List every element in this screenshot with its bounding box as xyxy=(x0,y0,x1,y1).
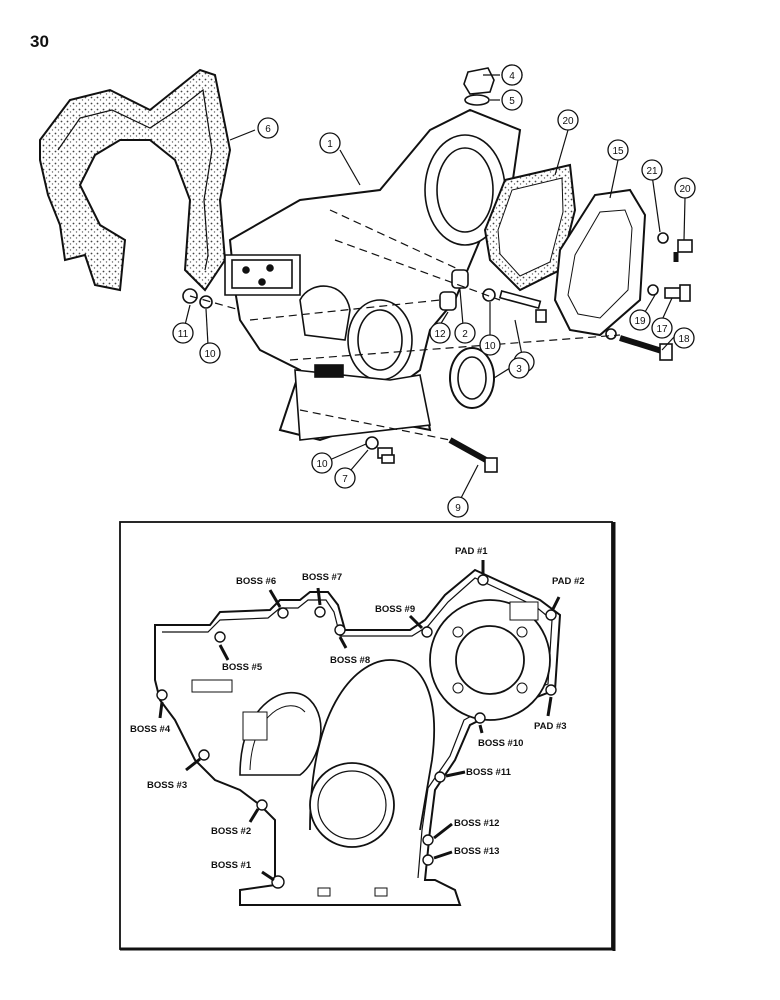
washer-19b xyxy=(605,328,617,340)
callout-17: 17 xyxy=(651,317,673,339)
dowel-12 xyxy=(439,291,457,311)
label-boss-3: BOSS #3 xyxy=(147,780,187,791)
svg-text:18: 18 xyxy=(678,334,690,345)
svg-text:20: 20 xyxy=(562,116,574,127)
label-boss-5: BOSS #5 xyxy=(222,662,263,673)
washer-21 xyxy=(657,232,669,244)
washer-5 xyxy=(464,94,490,106)
svg-text:21: 21 xyxy=(646,166,658,177)
callout-18: 18 xyxy=(673,327,695,349)
callout-12: 12 xyxy=(429,322,451,344)
callout-5: 5 xyxy=(501,89,523,111)
svg-text:20: 20 xyxy=(679,184,691,195)
timing-gear-housing xyxy=(224,108,522,442)
page-number: 30 xyxy=(30,32,49,51)
callout-7: 7 xyxy=(334,467,356,489)
callout-6: 6 xyxy=(257,117,279,139)
svg-text:12: 12 xyxy=(434,329,446,340)
label-boss-6: BOSS #6 xyxy=(236,576,276,587)
callout-15: 15 xyxy=(607,139,629,161)
gasket-front-cover xyxy=(39,68,232,292)
inset-boss-diagram: BOSS #1 BOSS #2 BOSS #3 BOSS #4 BOSS #5 … xyxy=(119,521,616,951)
svg-text:9: 9 xyxy=(455,503,461,514)
svg-text:3: 3 xyxy=(516,364,522,375)
svg-text:2: 2 xyxy=(462,329,468,340)
label-boss-8: BOSS #8 xyxy=(330,655,370,666)
svg-text:7: 7 xyxy=(342,474,348,485)
bolt-7 xyxy=(377,447,395,464)
svg-text:19: 19 xyxy=(634,316,646,327)
svg-text:17: 17 xyxy=(656,324,668,335)
callout-21: 21 xyxy=(641,159,663,181)
svg-text:5: 5 xyxy=(509,96,515,107)
label-boss-12: BOSS #12 xyxy=(454,818,499,829)
bolt-18 xyxy=(619,335,673,361)
callout-10c: 10 xyxy=(311,452,333,474)
label-boss-4: BOSS #4 xyxy=(130,724,171,735)
callout-10b: 10 xyxy=(479,334,501,356)
callout-11: 11 xyxy=(172,322,194,344)
washer-10c xyxy=(365,436,379,450)
bolt-17 xyxy=(664,284,691,302)
label-boss-10: BOSS #10 xyxy=(478,738,523,749)
callout-4b: 4 xyxy=(501,64,523,86)
callout-1: 1 xyxy=(319,132,341,154)
svg-text:15: 15 xyxy=(612,146,624,157)
washer-10a xyxy=(199,295,213,309)
label-pad-3: PAD #3 xyxy=(534,721,567,732)
cap-plug xyxy=(463,67,495,95)
svg-text:1: 1 xyxy=(327,139,333,150)
callout-3: 3 xyxy=(508,357,530,379)
callout-19: 19 xyxy=(629,309,651,331)
label-boss-1: BOSS #1 xyxy=(211,860,252,871)
exploded-view xyxy=(39,67,693,473)
bolt-8 xyxy=(498,289,547,323)
label-pad-1: PAD #1 xyxy=(455,546,488,557)
callout-9: 9 xyxy=(447,496,469,518)
callout-16: 20 xyxy=(557,109,579,131)
bolt-20 xyxy=(673,239,693,262)
callout-20: 20 xyxy=(674,177,696,199)
svg-text:6: 6 xyxy=(265,124,271,135)
svg-text:4: 4 xyxy=(509,71,515,82)
bolt-9 xyxy=(448,437,498,473)
washer-19a xyxy=(647,284,659,296)
callout-2: 2 xyxy=(454,322,476,344)
callout-10a: 10 xyxy=(199,342,221,364)
label-boss-11: BOSS #11 xyxy=(466,767,512,778)
svg-text:10: 10 xyxy=(204,349,216,360)
washer-10b xyxy=(482,288,496,302)
label-pad-2: PAD #2 xyxy=(552,576,585,587)
label-boss-13: BOSS #13 xyxy=(454,846,499,857)
svg-text:10: 10 xyxy=(484,341,496,352)
label-boss-2: BOSS #2 xyxy=(211,826,251,837)
label-boss-7: BOSS #7 xyxy=(302,572,342,583)
svg-text:10: 10 xyxy=(316,459,328,470)
label-boss-9: BOSS #9 xyxy=(375,604,415,615)
svg-text:11: 11 xyxy=(178,329,189,340)
cover-outline xyxy=(154,568,562,906)
